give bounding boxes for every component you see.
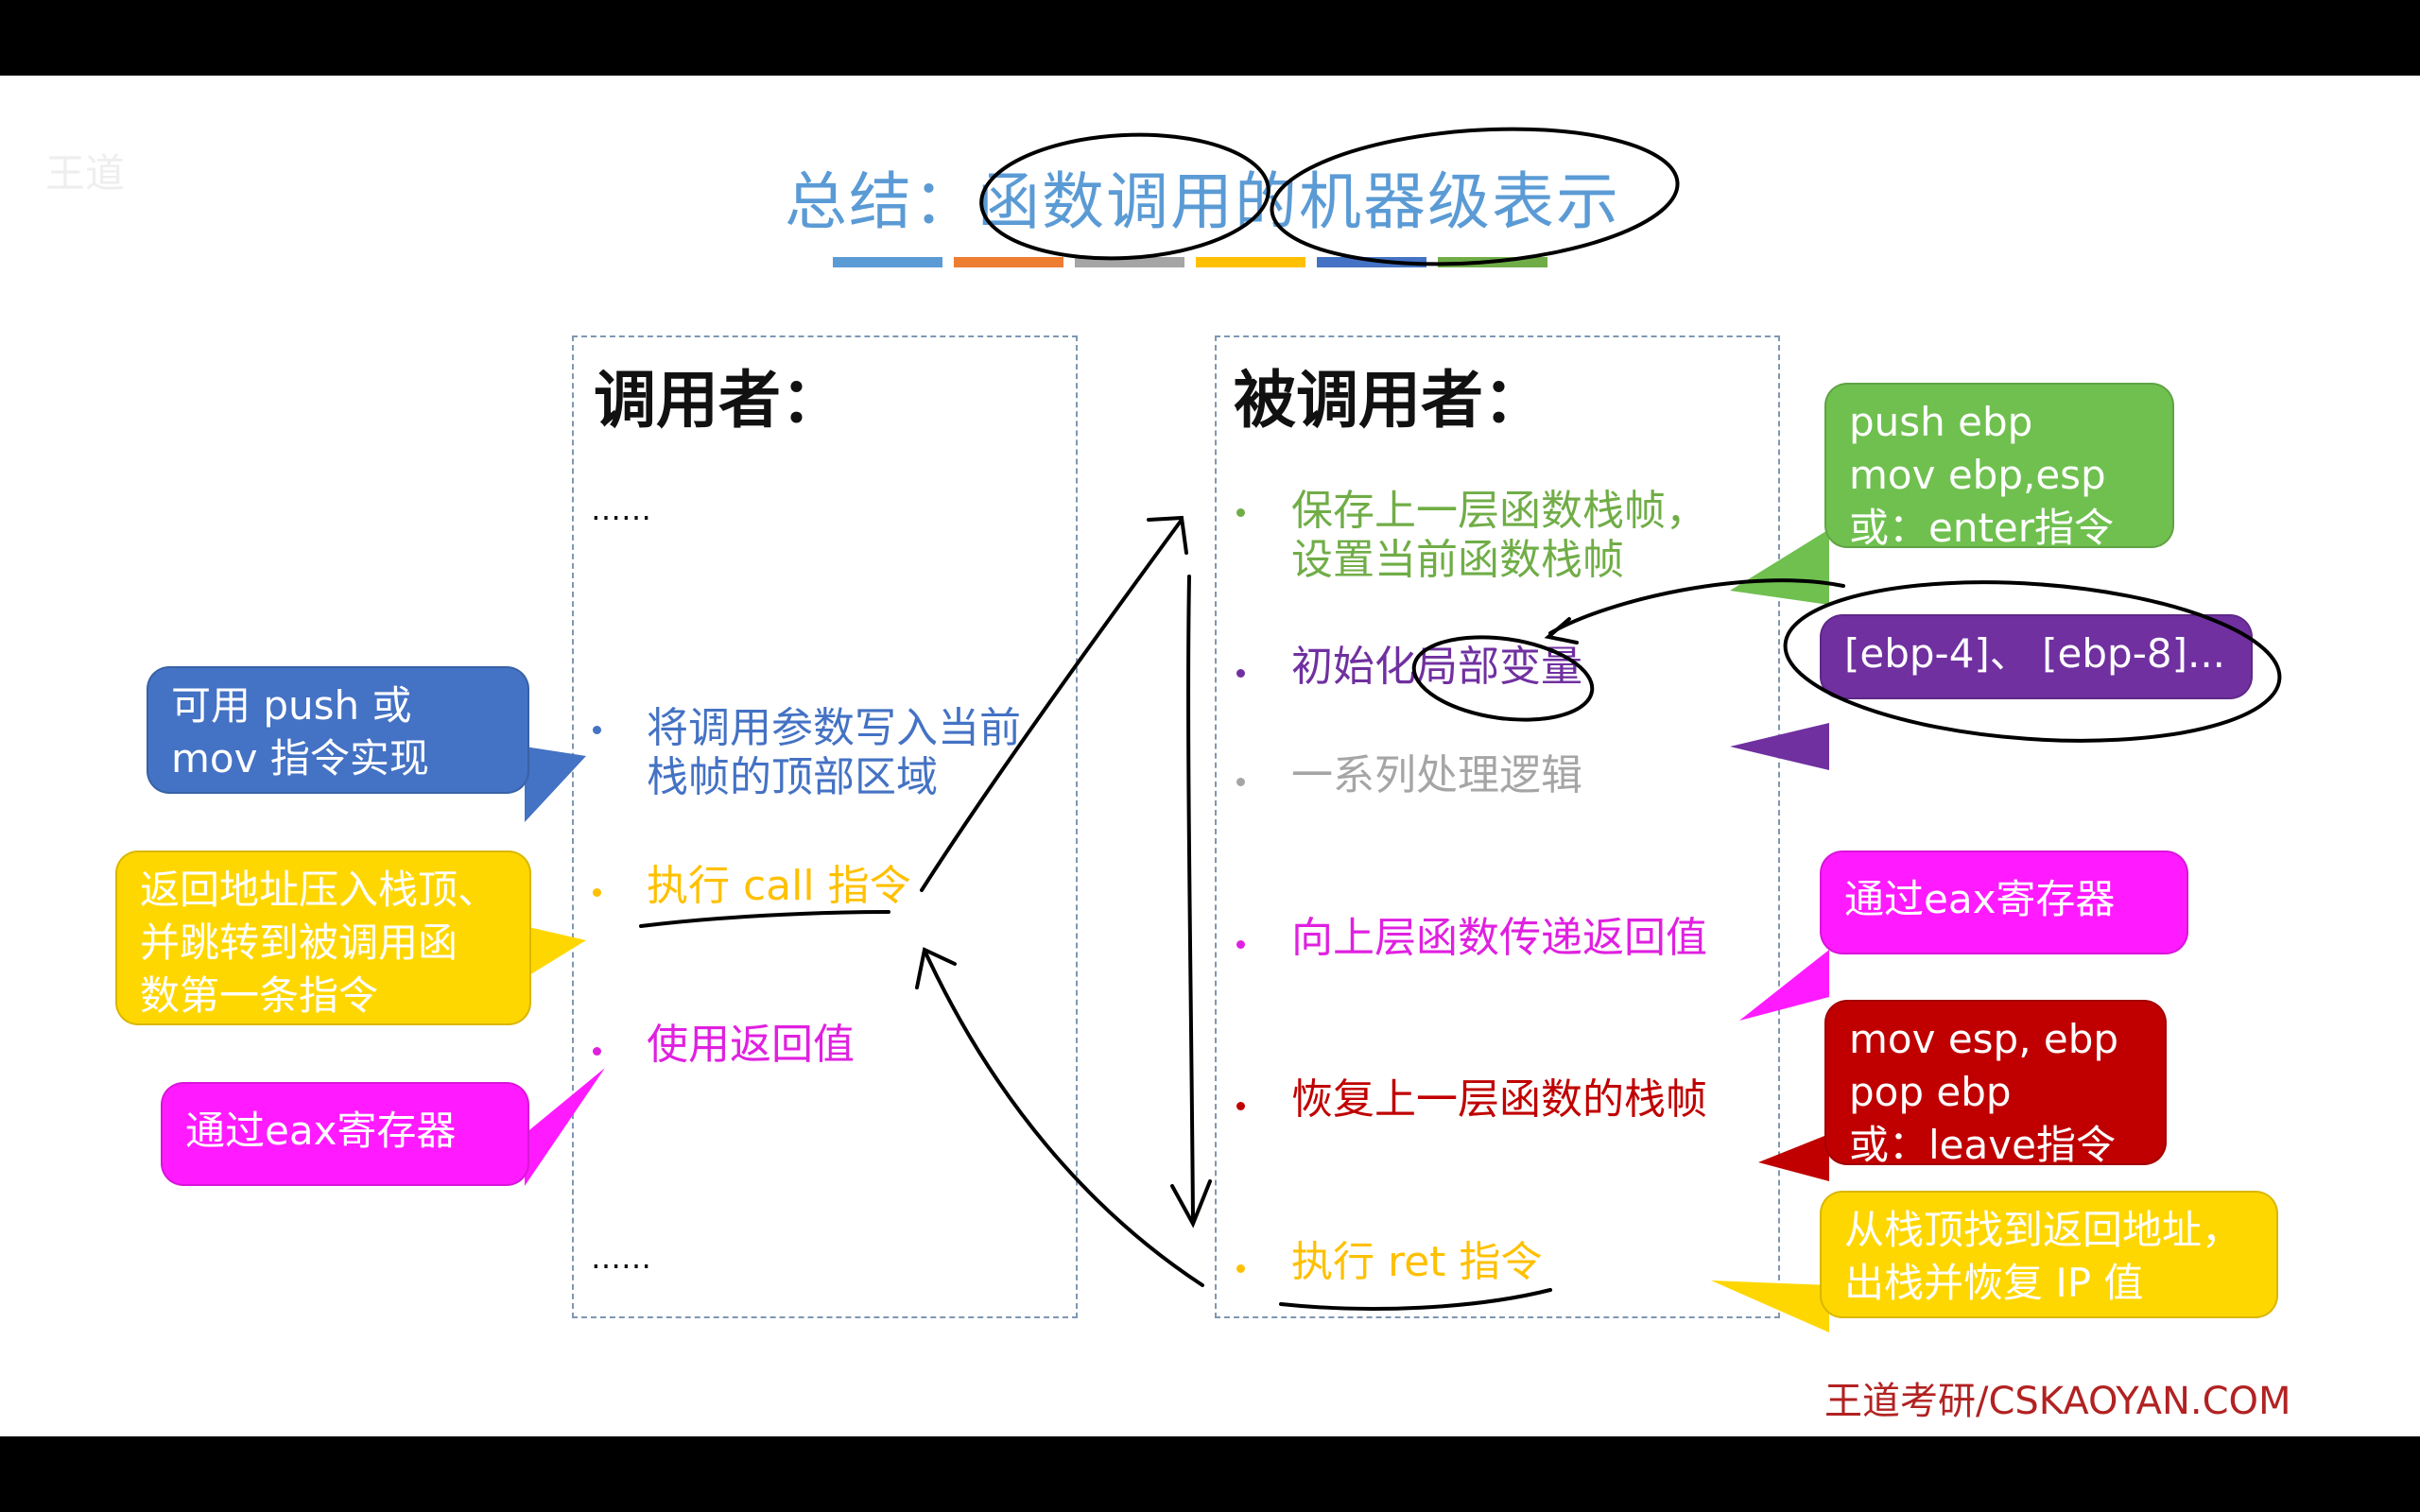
callout-tail [525, 1068, 605, 1186]
ink-arrowhead [1147, 515, 1188, 555]
callout-tail [525, 747, 586, 822]
callout-line: mov ebp,esp [1849, 452, 2106, 498]
slide: 王道 总结：函数调用的机器级表示 调用者： …… 将调用参数写入当前 栈帧的顶部… [0, 76, 2420, 1436]
ink-arrowhead [1544, 617, 1579, 644]
callee-item-save-frame: 保存上一层函数栈帧， 设置当前函数栈帧 [1291, 487, 1707, 585]
ink-arrow-down [1186, 575, 1195, 1221]
callout-tail [1730, 723, 1829, 770]
bullet [593, 888, 601, 897]
bullet [593, 726, 601, 734]
callout-push-mov: 可用 push 或 mov 指令实现 [147, 666, 529, 794]
callout-line: 通过eax寄存器 [185, 1108, 457, 1154]
caller-dots-top: …… [591, 491, 651, 527]
callout-return-addr: 返回地址压入栈顶、 并跳转到被调用函 数第一条指令 [115, 850, 531, 1025]
bullet [1236, 669, 1245, 678]
callout-enter: push ebp mov ebp,esp 或：enter指令 [1824, 383, 2174, 551]
ink-arrowhead [915, 947, 957, 989]
bullet [1236, 778, 1245, 786]
callout-line: 可用 push 或 [171, 682, 412, 729]
ink-circle-machine-level [1270, 127, 1680, 266]
bullet [593, 1047, 601, 1056]
callee-heading: 被调用者： [1234, 364, 1546, 437]
ink-annotations [639, 127, 2282, 1311]
callout-line: 并跳转到被调用函 [140, 919, 458, 966]
callee-item-ret: 执行 ret 指令 [1291, 1238, 1543, 1286]
caller-item-line: 栈帧的顶部区域 [647, 753, 938, 801]
ink-arrow-to-locals [1548, 578, 1845, 635]
callout-line: 或：enter指令 [1849, 505, 2115, 551]
callout-tail [525, 926, 586, 978]
callee-item-restore-frame: 恢复上一层函数的栈帧 [1291, 1075, 1707, 1124]
callout-line: 出栈并恢复 IP 值 [1844, 1260, 2144, 1306]
caller-item-line: 将调用参数写入当前 [647, 704, 1021, 752]
callout-tail [1758, 1134, 1829, 1181]
callout-line: 从栈顶找到返回地址， [1844, 1207, 2242, 1253]
ink-arrow-call-to-callee [920, 518, 1184, 892]
caller-item-write-args: 将调用参数写入当前 栈帧的顶部区域 [647, 704, 1021, 802]
callout-line: 通过eax寄存器 [1844, 876, 2116, 922]
caller-item-use-return: 使用返回值 [647, 1021, 855, 1069]
callout-eax-right: 通过eax寄存器 [1820, 850, 2188, 954]
callout-line: 数第一条指令 [140, 972, 379, 1019]
caller-item-call: 执行 call 指令 [647, 862, 911, 910]
bullet [1236, 940, 1245, 949]
callout-line: [ebp-4]、 [ebp-8]... [1844, 630, 2226, 677]
caller-panel [572, 335, 1078, 1318]
ink-underline-call [639, 910, 890, 928]
title-bar [833, 257, 942, 267]
bullet [1236, 1102, 1245, 1110]
callout-tails [525, 529, 1829, 1332]
bullet [1236, 1264, 1245, 1273]
ink-circle-local-vars [1411, 635, 1595, 722]
callee-item-pass-return: 向上层函数传递返回值 [1291, 914, 1707, 962]
callout-leave: mov esp, ebp pop ebp 或：leave指令 [1824, 1000, 2167, 1168]
slide-title: 总结：函数调用的机器级表示 [785, 165, 1620, 238]
callee-item-logic: 一系列处理逻辑 [1291, 751, 1582, 799]
ink-arrowhead [1170, 1179, 1212, 1228]
callout-tail [1739, 950, 1829, 1021]
callee-item-init-locals: 初始化局部变量 [1291, 643, 1582, 691]
watermark: 王道 [45, 150, 126, 197]
ink-circle-function [979, 132, 1270, 261]
callout-locals: [ebp-4]、 [ebp-8]... [1820, 614, 2253, 699]
callout-line: 返回地址压入栈顶、 [140, 867, 498, 913]
callee-item-line: 保存上一层函数栈帧， [1291, 487, 1707, 535]
brand-footer: 王道考研/CSKAOYAN.COM [1824, 1380, 2291, 1423]
title-bar [1196, 257, 1305, 267]
callout-tail [1711, 1280, 1829, 1332]
callout-eax-left: 通过eax寄存器 [161, 1082, 529, 1186]
ink-underline-ret [1279, 1288, 1552, 1311]
caller-dots-bottom: …… [591, 1240, 651, 1276]
callout-line: push ebp [1849, 399, 2033, 445]
callout-line: mov esp, ebp [1849, 1016, 2119, 1062]
callee-item-line: 设置当前函数栈帧 [1291, 536, 1624, 584]
caller-heading: 调用者： [594, 364, 843, 437]
title-bar [954, 257, 1063, 267]
ink-circle-ebp-offsets [1783, 580, 2282, 743]
callout-line: pop ebp [1849, 1069, 2012, 1115]
callout-line: 或：leave指令 [1849, 1122, 2116, 1168]
ink-arrow-ret-to-caller [925, 953, 1204, 1287]
callout-ret: 从栈顶找到返回地址， 出栈并恢复 IP 值 [1820, 1191, 2278, 1318]
bullet [1236, 508, 1245, 517]
title-bar [1075, 257, 1184, 267]
callout-line: mov 指令实现 [171, 735, 429, 782]
callout-tail [1730, 529, 1829, 605]
title-bar [1317, 257, 1426, 267]
callee-panel [1215, 335, 1780, 1318]
